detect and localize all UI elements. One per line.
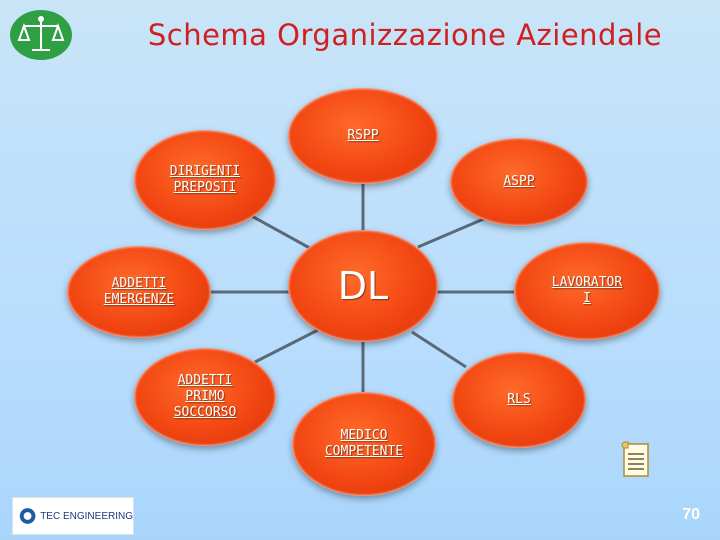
node-label: RSPP (347, 128, 379, 143)
center-label: DL (337, 264, 389, 308)
node-dirigenti-preposti[interactable]: DIRIGENTI PREPOSTI (134, 130, 276, 230)
node-label: ASPP (503, 174, 535, 189)
connector-dirigenti (247, 212, 318, 254)
node-aspp[interactable]: ASPP (450, 138, 588, 226)
node-rspp[interactable]: RSPP (288, 88, 438, 184)
node-addetti-emergenze[interactable]: ADDETTI EMERGENZE (67, 246, 211, 338)
page-number: 70 (682, 506, 700, 523)
scales-of-justice-logo (10, 10, 72, 60)
node-medico-competente[interactable]: MEDICO COMPETENTE (292, 392, 436, 496)
company-logo: TEC ENGINEERING (12, 497, 134, 535)
node-rls[interactable]: RLS (452, 352, 586, 448)
company-name: TEC ENGINEERING (40, 510, 133, 522)
node-addetti-primo-soccorso[interactable]: ADDETTI PRIMO SOCCORSO (134, 348, 276, 446)
connector-primo-soccorso (254, 328, 319, 364)
node-label: LAVORATOR I (551, 275, 623, 306)
node-lavoratori[interactable]: LAVORATOR I (514, 242, 660, 340)
node-dl-center[interactable]: DL (288, 230, 438, 342)
node-label: ADDETTI EMERGENZE (103, 276, 175, 307)
node-label: MEDICO COMPETENTE (324, 428, 404, 459)
connector-rls (411, 330, 467, 369)
page-title: Schema Organizzazione Aziendale (147, 18, 663, 52)
tec-engineering-logo-icon (19, 508, 36, 524)
node-label: RLS (507, 392, 531, 407)
document-icon[interactable] (618, 440, 654, 480)
node-label: ADDETTI PRIMO SOCCORSO (173, 373, 237, 420)
node-label: DIRIGENTI PREPOSTI (169, 164, 241, 195)
scales-of-justice-icon (17, 16, 65, 51)
